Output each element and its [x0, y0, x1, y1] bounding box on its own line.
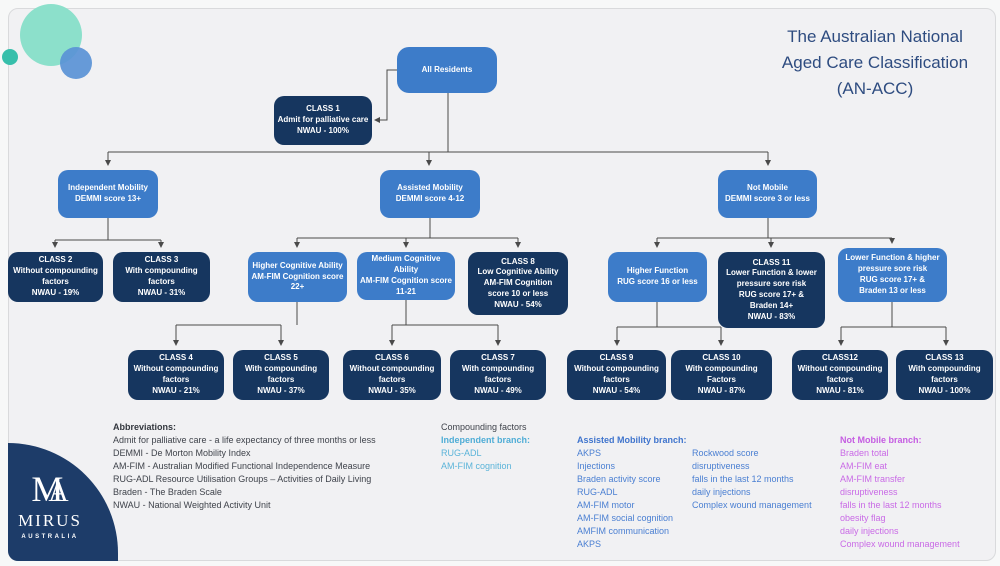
node-class-9: CLASS 9 Without compounding factors NWAU…	[567, 350, 666, 400]
list-item: Braden total	[840, 448, 889, 458]
list-item: Complex wound management	[692, 500, 812, 510]
independent-branch-block: Independent branch: RUG-ADL AM-FIM cognit…	[441, 434, 530, 473]
list-item: falls in the last 12 months	[840, 500, 942, 510]
node-class-1: CLASS 1 Admit for palliative care NWAU -…	[274, 96, 372, 145]
list-item: AKPS	[577, 448, 602, 458]
list-item: disruptiveness	[692, 461, 750, 471]
list-item: NWAU - National Weighted Activity Unit	[113, 500, 271, 510]
node-higher-function: Higher Function RUG score 16 or less	[608, 252, 707, 302]
list-item: AM-FIM motor	[577, 500, 635, 510]
decor-circle-teal-small	[2, 49, 18, 65]
list-item: DEMMI - De Morton Mobility Index	[113, 448, 251, 458]
list-item: obesity flag	[840, 513, 886, 523]
independent-branch-title: Independent branch:	[441, 435, 531, 445]
abbreviations-title: Abbreviations:	[113, 422, 177, 432]
list-item: Braden activity score	[577, 474, 661, 484]
list-item: AM-FIM social cognition	[577, 513, 674, 523]
node-class-4: CLASS 4 Without compounding factors NWAU…	[128, 350, 224, 400]
list-item: AM-FIM transfer	[840, 474, 906, 484]
independent-branch-list: RUG-ADL AM-FIM cognition	[441, 447, 530, 473]
node-class-10: CLASS 10 With compounding Factors NWAU -…	[671, 350, 772, 400]
node-class-11: CLASS 11 Lower Function & lower pressure…	[718, 252, 825, 328]
node-class-12: CLASS12 Without compounding factors NWAU…	[792, 350, 888, 400]
mirus-logo-inner: MA MIRUS AUSTRALIA	[8, 443, 92, 540]
node-class-8: CLASS 8 Low Cognitive Ability AM-FIM Cog…	[468, 252, 568, 315]
monogram-a: A	[48, 477, 69, 508]
abbreviations-list: Admit for palliative care - a life expec…	[113, 434, 453, 512]
logo-name: MIRUS	[18, 511, 82, 530]
node-not-mobile: Not Mobile DEMMI score 3 or less	[718, 170, 817, 218]
logo-subtitle: AUSTRALIA	[21, 534, 79, 540]
list-item: disruptiveness	[840, 487, 898, 497]
page-title: The Australian National Aged Care Classi…	[781, 27, 969, 98]
node-all-residents: All Residents	[397, 47, 497, 93]
assisted-branch-block: Assisted Mobility branch: AKPS Injections…	[577, 434, 687, 551]
node-higher-cognitive: Higher Cognitive Ability AM-FIM Cognitio…	[248, 252, 347, 302]
node-class-3: CLASS 3 With compounding factors NWAU - …	[113, 252, 210, 302]
list-item: AM-FIM eat	[840, 461, 888, 471]
not-mobile-branch-title: Not Mobile branch:	[840, 435, 922, 445]
list-item: AKPS	[577, 539, 602, 549]
list-item: Rockwood score	[692, 448, 759, 458]
node-class-7: CLASS 7 With compounding factors NWAU - …	[450, 350, 546, 400]
compounding-factors-title: Compounding factors	[441, 422, 527, 432]
list-item: AM-FIM cognition	[441, 461, 512, 471]
node-class-13: CLASS 13 With compounding factors NWAU -…	[896, 350, 993, 400]
list-item: RUG-ADL Resource Utilisation Groups – Ac…	[113, 474, 372, 484]
list-item: AM-FIM - Australian Modified Functional …	[113, 461, 371, 471]
node-class-6: CLASS 6 Without compounding factors NWAU…	[343, 350, 441, 400]
node-class-5: CLASS 5 With compounding factors NWAU - …	[233, 350, 329, 400]
node-lower-function: Lower Function & higher pressure sore ri…	[838, 248, 947, 302]
abbreviations-block: Abbreviations: Admit for palliative care…	[113, 421, 453, 512]
node-medium-cognitive: Medium Cognitive Ability AM-FIM Cognitio…	[357, 252, 455, 300]
node-assisted-mobility: Assisted Mobility DEMMI score 4-12	[380, 170, 480, 218]
list-item: daily injections	[692, 487, 751, 497]
list-item: RUG-ADL	[577, 487, 618, 497]
list-item: falls in the last 12 months	[692, 474, 794, 484]
node-independent-mobility: Independent Mobility DEMMI score 13+	[58, 170, 158, 218]
assisted-branch-col2: Rockwood score disruptiveness falls in the…	[692, 447, 812, 512]
monogram-m: M	[31, 469, 64, 509]
list-item: Injections	[577, 461, 616, 471]
list-item: Complex wound management	[840, 539, 960, 549]
list-item: Admit for palliative care - a life expec…	[113, 435, 376, 445]
list-item: AMFIM communication	[577, 526, 670, 536]
node-class-2: CLASS 2 Without compounding factors NWAU…	[8, 252, 103, 302]
decor-circle-blue	[60, 47, 92, 79]
assisted-branch-title: Assisted Mobility branch:	[577, 435, 687, 445]
list-item: daily injections	[840, 526, 899, 536]
list-item: RUG-ADL	[441, 448, 482, 458]
mirus-monogram-icon: MA	[8, 467, 92, 511]
list-item: Braden - The Braden Scale	[113, 487, 222, 497]
